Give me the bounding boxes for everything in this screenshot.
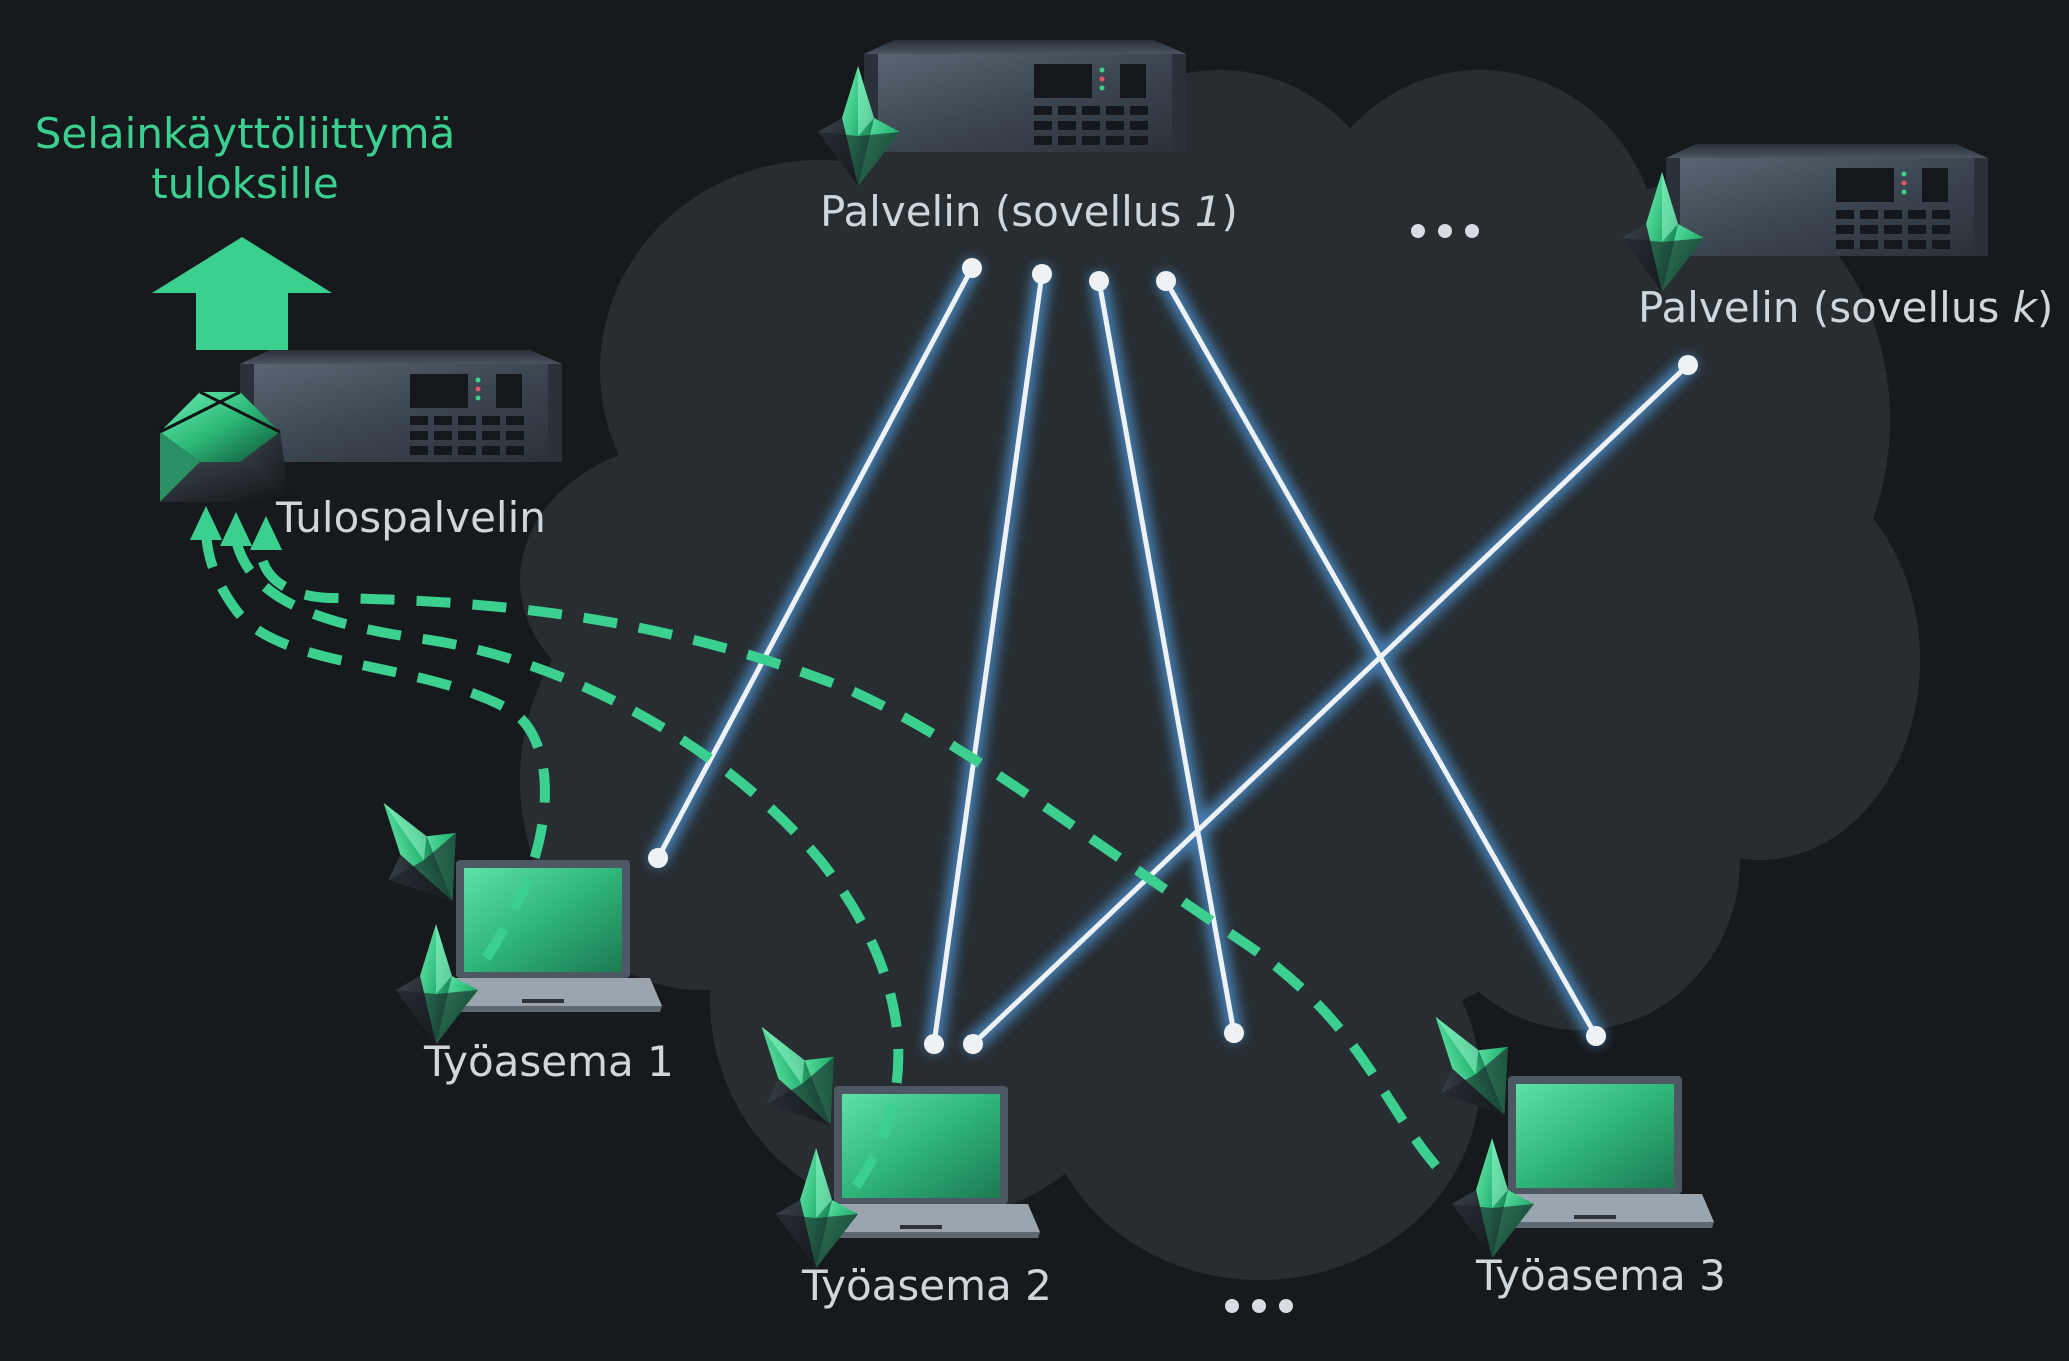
result-flow-lines	[200, 519, 1440, 1189]
result-server	[240, 350, 562, 462]
workstation-3-label: Työasema 3	[1475, 1251, 1726, 1300]
connection-lines	[655, 265, 1691, 1047]
ellipsis-top	[1411, 224, 1479, 238]
app-server-1	[864, 40, 1186, 152]
flow-ws1-to-result	[200, 519, 550, 961]
workstation-1-label: Työasema 1	[423, 1037, 674, 1086]
flow-ws2-to-result	[231, 538, 904, 1189]
result-server-gem-icon	[159, 390, 290, 502]
flow-ws3-to-result	[255, 538, 1440, 1170]
workstation-2-label: Työasema 2	[801, 1261, 1052, 1310]
browser-ui-label-line1: Selainkäyttöliittymä	[35, 109, 455, 158]
connection-endpoints	[648, 258, 1698, 1054]
app-server-k-label: Palvelin (sovellus k)	[1638, 283, 2053, 332]
link-appk-ws2	[970, 362, 1691, 1047]
result-server-label: Tulospalvelin	[275, 493, 546, 542]
browser-ui-label-line2: tuloksille	[151, 159, 339, 208]
link-app1-ws-other	[1096, 278, 1237, 1036]
link-app1-ws2	[931, 271, 1045, 1047]
app-server-k	[1666, 144, 1988, 256]
result-flow-arrowheads	[190, 506, 282, 550]
ellipsis-bottom	[1225, 1299, 1293, 1313]
link-app1-ws1	[655, 265, 975, 861]
up-arrow-icon	[152, 237, 332, 350]
app-server-1-label: Palvelin (sovellus 1)	[820, 187, 1238, 236]
